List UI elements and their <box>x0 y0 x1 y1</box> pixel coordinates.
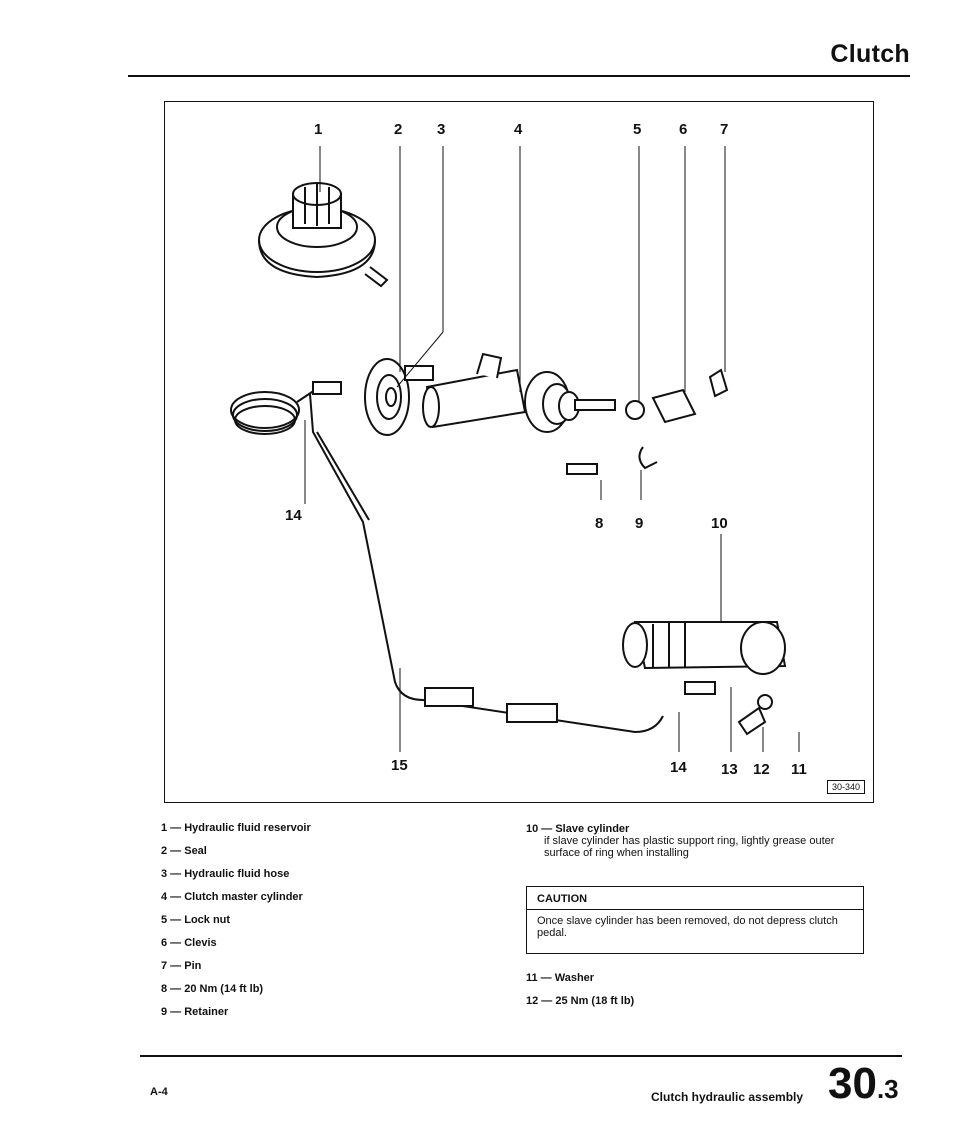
legend-item-3: 3 — Hydraulic fluid hose <box>161 868 290 880</box>
legend-item-12: 12 — 25 Nm (18 ft lb) <box>526 995 635 1007</box>
legend-item-7: 7 — Pin <box>161 960 202 972</box>
section-number: 30.3 <box>828 1062 899 1106</box>
callout-4: 4 <box>514 121 523 138</box>
exploded-view-drawing <box>230 146 800 752</box>
reservoir-drawing <box>258 182 389 288</box>
legend-item-9: 9 — Retainer <box>161 1006 229 1018</box>
section-main: 30 <box>828 1059 877 1108</box>
footer-title: Clutch hydraulic assembly <box>651 1090 804 1104</box>
callout-14-lower: 14 <box>670 759 687 776</box>
caution-title: CAUTION <box>527 887 863 910</box>
legend-item-10-note: if slave cylinder has plastic support ri… <box>544 835 835 859</box>
callout-15: 15 <box>391 757 408 774</box>
legend-left: 1 — Hydraulic fluid reservoir 2 — Seal 3… <box>161 822 311 1029</box>
callout-12: 12 <box>753 761 770 778</box>
callout-2: 2 <box>394 121 403 138</box>
legend-right-bottom: 11 — Washer 12 — 25 Nm (18 ft lb) <box>526 972 634 1018</box>
legend-item-10-label: 10 — Slave cylinder <box>526 823 630 835</box>
callout-13: 13 <box>721 761 738 778</box>
clutch-hydraulic-diagram: 1 2 3 4 5 6 7 8 9 10 11 12 13 14 14 15 3… <box>164 101 874 803</box>
page-id: A-4 <box>150 1086 168 1098</box>
legend-item-2: 2 — Seal <box>161 845 207 857</box>
callout-8: 8 <box>595 515 604 532</box>
clevis-assembly-drawing <box>566 368 729 475</box>
section-sub: .3 <box>876 1074 899 1104</box>
caution-text: Once slave cylinder has been removed, do… <box>537 915 838 939</box>
callout-10: 10 <box>711 515 728 532</box>
hydraulic-line-drawing <box>309 393 664 734</box>
slave-cylinder-drawing <box>622 621 787 736</box>
header-rule <box>128 75 910 77</box>
coiled-hose-drawing <box>230 381 342 435</box>
callout-5: 5 <box>633 121 642 138</box>
caution-box: CAUTION Once slave cylinder has been rem… <box>526 886 864 954</box>
callout-14-upper: 14 <box>285 507 302 524</box>
callout-3: 3 <box>437 121 446 138</box>
legend-item-10: 10 — Slave cylinder if slave cylinder ha… <box>526 823 866 859</box>
legend-item-4: 4 — Clutch master cylinder <box>161 891 303 903</box>
seal-drawing <box>364 358 410 436</box>
callout-7: 7 <box>720 121 729 138</box>
callout-6: 6 <box>679 121 688 138</box>
legend-item-11: 11 — Washer <box>526 972 595 984</box>
legend-item-6: 6 — Clevis <box>161 937 217 949</box>
master-cylinder-drawing <box>404 352 616 433</box>
legend-item-8: 8 — 20 Nm (14 ft lb) <box>161 983 264 995</box>
page-header-title: Clutch <box>830 40 910 68</box>
callout-9: 9 <box>635 515 644 532</box>
figure-code: 30-340 <box>826 780 865 794</box>
legend-item-5: 5 — Lock nut <box>161 914 231 926</box>
legend-item-1: 1 — Hydraulic fluid reservoir <box>161 822 311 834</box>
footer-rule <box>140 1055 902 1057</box>
callout-1: 1 <box>314 121 323 138</box>
callout-11: 11 <box>791 761 807 778</box>
